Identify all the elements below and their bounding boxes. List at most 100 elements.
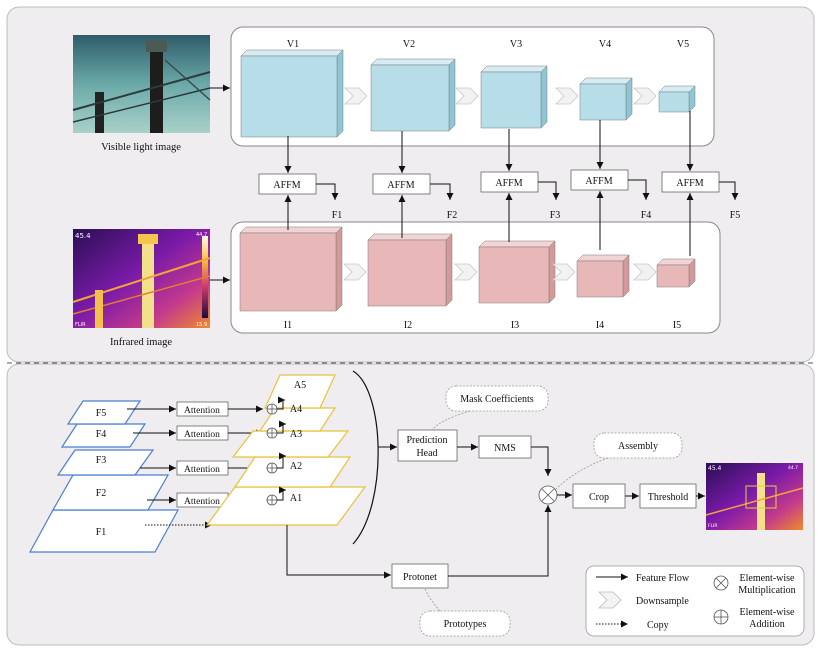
v3-label: V3 (510, 39, 522, 50)
visible-light-image (72, 35, 211, 133)
visible-cube-v2-front (370, 64, 450, 132)
output-segmentation-image: 45.4 44.7 FLIR (705, 463, 804, 530)
legend-box (585, 565, 805, 637)
affm-4-out-arrow (628, 179, 650, 200)
infrared-image: 45.4 44.7 15.9 FLIR (72, 229, 211, 328)
infrared-cube-i4-top (576, 254, 630, 262)
affm-5-out-arrow (719, 181, 739, 200)
attention-1-label: Attention (184, 406, 220, 416)
visible-image-caption: Visible light image (101, 142, 181, 153)
assembly-label: Assembly (618, 441, 658, 452)
pyramid-label-f1: F1 (96, 527, 107, 538)
downsample-chevron-icon-bottom-3 (552, 263, 576, 281)
crop-box: Crop (572, 483, 626, 509)
crop-label: Crop (589, 492, 609, 503)
infrared-cube-i5-top (656, 258, 696, 266)
visible-cube-v1-side (336, 49, 344, 138)
protonet-label: Protonet (403, 572, 437, 583)
f5-output-label: F5 (730, 210, 741, 221)
mask-coefficients-bubble: Mask Coefficients (431, 385, 549, 431)
visible-cube-v1-top (240, 49, 344, 57)
affm-1-out-arrow (316, 183, 339, 200)
downsample-chevron-icon-top-4 (633, 87, 657, 105)
a3-label: A3 (290, 429, 302, 440)
i4-label: I4 (596, 320, 604, 331)
v2-label: V2 (403, 39, 415, 50)
threshold-label: Threshold (648, 492, 689, 503)
mask-coefficients-label: Mask Coefficients (460, 394, 534, 405)
f4-output-label: F4 (641, 210, 652, 221)
i1-label: I1 (284, 320, 292, 331)
a1-label: A1 (290, 493, 302, 504)
infrared-temp-readout: 45.4 (75, 232, 91, 240)
infrared-cube-i3-top (478, 240, 556, 248)
legend-multiply-label-1: Element-wise (740, 573, 796, 584)
assembly-bubble: Assembly (554, 432, 683, 491)
infrared-cube-i2-front (367, 239, 447, 307)
affm-module-5: AFFM F5 (661, 111, 741, 256)
legend-copy-label: Copy (647, 620, 669, 631)
output-brand: FLIR (708, 523, 718, 529)
feature-cubes (239, 49, 696, 312)
legend: Feature Flow Downsample Copy Element-wis… (585, 565, 805, 637)
legend-multiply-label-2: Multiplication (738, 585, 795, 596)
a2-label: A2 (290, 461, 302, 472)
infrared-cube-i3-side (548, 240, 556, 304)
affm-2-label: AFFM (387, 180, 414, 191)
infrared-cube-i1-top (239, 226, 343, 234)
infrared-cube-i2-top (367, 233, 453, 241)
downsample-chevron-icon-top-1 (344, 87, 368, 105)
a4-label: A4 (290, 404, 302, 415)
affm-module-4: AFFM F4 (570, 120, 652, 250)
nms-box: NMS (478, 435, 532, 459)
i5-label: I5 (673, 320, 681, 331)
downsample-chevron-icon-bottom-2 (454, 263, 478, 281)
legend-addition-icon (713, 609, 729, 625)
pyramid-label-f2: F2 (96, 488, 107, 499)
infrared-cube-i1-side (335, 226, 343, 312)
feature-pyramid-right: A5 A4 A3 A2 A1 (205, 374, 367, 526)
infrared-scale-bottom: 15.9 (196, 322, 207, 328)
pyramid-label-f4: F4 (96, 429, 107, 440)
attention-2-label: Attention (184, 430, 220, 440)
downsample-chevron-icon-bottom-1 (343, 263, 367, 281)
visible-cube-v5-front (658, 91, 690, 113)
affm-1-label: AFFM (273, 180, 300, 191)
i3-label: I3 (511, 320, 519, 331)
infrared-encoder-container (230, 221, 721, 334)
prediction-head-line2: Head (416, 448, 437, 459)
affm-row: AFFM F1 AFFM F2 AFFM F3 AFFM (258, 111, 741, 256)
features-to-protonet-arrow (286, 525, 391, 579)
infrared-brand: FLIR (75, 322, 86, 328)
nms-to-multiply-arrow (531, 446, 552, 476)
v-labels: V1 V2 V3 V4 V5 (287, 39, 689, 50)
infrared-cube-i2-side (445, 233, 453, 307)
infrared-cube-i1-front (239, 232, 337, 312)
a5-label: A5 (294, 380, 306, 391)
visible-cube-v3-top (480, 65, 548, 73)
v1-label: V1 (287, 39, 299, 50)
i2-label: I2 (404, 320, 412, 331)
affm-3-out-arrow (538, 181, 560, 200)
visible-cube-v2-top (370, 58, 456, 66)
attention-4-label: Attention (184, 497, 220, 507)
affm-module-2: AFFM F2 (372, 131, 458, 238)
f2-output-label: F2 (447, 210, 458, 221)
threshold-box: Threshold (639, 483, 697, 509)
affm-module-1: AFFM F1 (258, 136, 342, 230)
addition-node-1 (266, 396, 285, 415)
output-scale-top: 44.7 (788, 465, 798, 471)
infrared-cube-i3-front (478, 246, 550, 304)
infrared-cube-i4-front (576, 260, 624, 298)
visible-cube-v3-front (480, 71, 542, 129)
prediction-head: Prediction Head (378, 429, 458, 462)
addition-nodes (266, 396, 286, 506)
pyramid-layer-f5 (66, 400, 142, 425)
f3-output-label: F3 (550, 210, 561, 221)
affm-3-label: AFFM (495, 178, 522, 189)
addition-node-2 (266, 420, 286, 439)
pyramid-label-f5: F5 (96, 408, 107, 419)
downsample-chevron-icon-top-3 (555, 87, 579, 105)
affm-4-label: AFFM (585, 176, 612, 187)
